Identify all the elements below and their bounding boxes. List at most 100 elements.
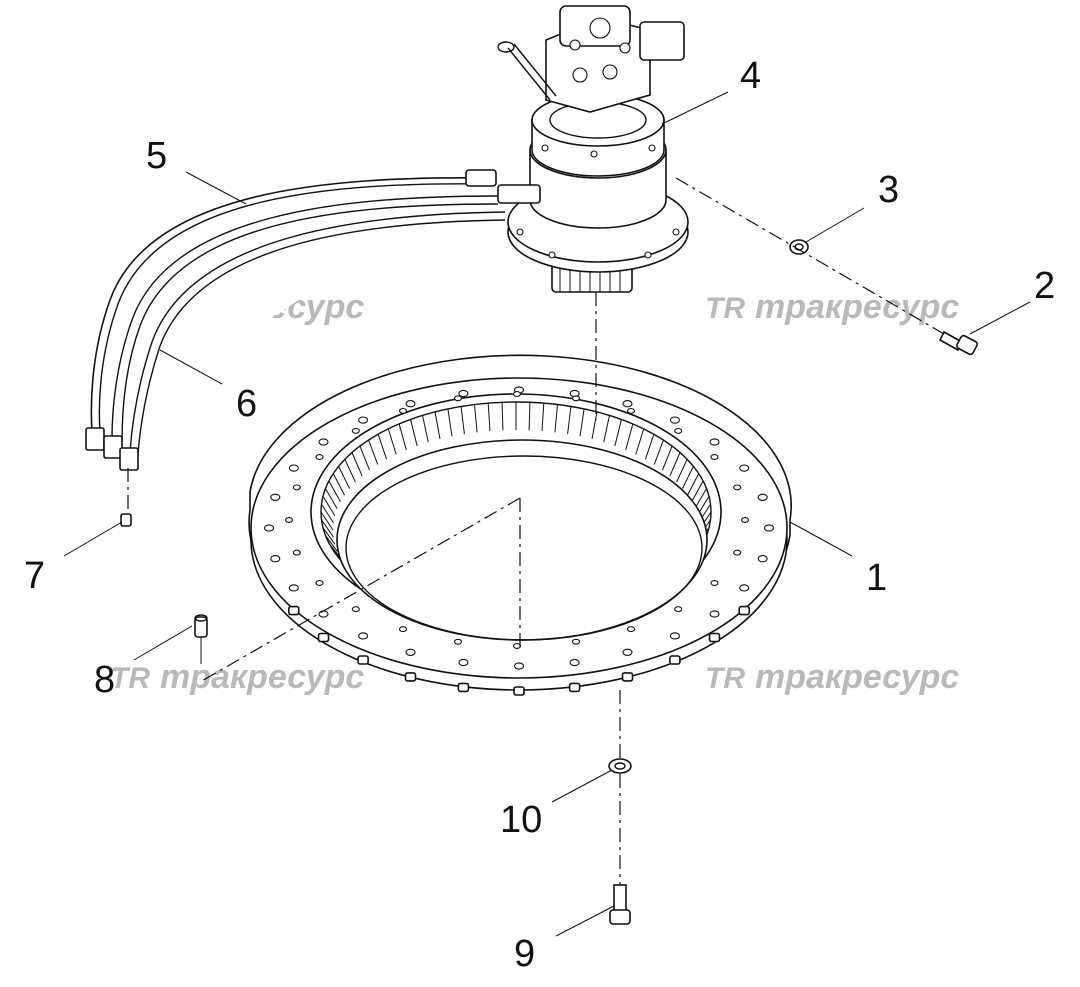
bolt-hole (315, 580, 324, 586)
gear-tooth (554, 404, 558, 433)
gear-tooth (328, 480, 341, 503)
bolt-hole (669, 416, 680, 424)
bolt-hole (709, 438, 720, 446)
gear-tooth (460, 406, 465, 435)
gear-tooth (644, 434, 655, 460)
gear-tooth (541, 403, 545, 432)
gear-tooth (682, 466, 694, 489)
bolt-hole (710, 580, 719, 586)
bolt-hole (358, 416, 369, 424)
bolt-hole (292, 549, 301, 556)
callout-3: 3 (878, 169, 899, 211)
bolt-hole (571, 395, 581, 402)
gear-tooth (332, 473, 345, 496)
bolt-hole (739, 464, 750, 472)
bolt-hole (710, 454, 719, 460)
gear-tooth (447, 408, 453, 437)
callout-8: 8 (94, 659, 115, 701)
bolt-hole (351, 606, 360, 613)
watermark-bottom-right: TR тракресурс (705, 658, 959, 696)
watermark-bottom-left: TR тракресурс (110, 658, 364, 696)
gear-tooth (398, 423, 407, 451)
stud (287, 605, 300, 616)
stud (568, 682, 581, 693)
watermark-text: тракресурс (755, 658, 959, 696)
watermark-top-right: TR тракресурс (705, 288, 959, 326)
bolt-hole (626, 407, 636, 414)
bottom-studs (287, 605, 751, 696)
bolt-hole (733, 484, 742, 491)
bolt-hole (512, 391, 522, 397)
washer-part-10 (608, 758, 632, 774)
bolt-hole (351, 427, 360, 434)
swing-motor (497, 5, 689, 293)
callout-labels: 1 2 3 4 5 6 7 8 9 10 (24, 55, 1055, 975)
watermark-logo: TR (705, 662, 745, 695)
gear-tooth (625, 423, 634, 451)
gear-tooth (501, 402, 504, 431)
bolt-hole (318, 438, 329, 446)
gear-tooth (528, 402, 531, 431)
bolt-hole (757, 555, 768, 563)
bolt-hole (453, 395, 463, 402)
stud (317, 632, 330, 643)
bolt-hole (398, 626, 408, 633)
gear-tooth (322, 527, 336, 545)
washer-part-3 (789, 239, 809, 255)
gear-tooth (687, 473, 700, 496)
callout-2: 2 (1034, 265, 1055, 307)
bolt-hole (315, 454, 324, 460)
stud (357, 655, 369, 665)
bolt-hole (405, 648, 416, 656)
callout-1: 1 (866, 557, 887, 599)
gear-tooth (635, 428, 645, 455)
gear-tooth (662, 445, 673, 471)
bolt-hole (292, 484, 301, 491)
fitting-part-7 (120, 513, 132, 527)
stud (621, 672, 634, 682)
slewing-ring (248, 354, 792, 696)
hoses (85, 169, 506, 471)
gear-tooth (614, 419, 622, 447)
bolt-hole (458, 389, 469, 398)
bolt-hole (740, 517, 750, 523)
bolt-hole (739, 584, 750, 592)
bolt-hole (763, 524, 775, 532)
assembly-lines (127, 177, 945, 885)
bolt-hole (669, 632, 680, 640)
watermark-text: тракресурс (160, 658, 364, 696)
gear-tooth (653, 439, 664, 465)
gear-tooth (338, 466, 350, 489)
bolt-hole (263, 524, 275, 532)
bolt-hole (288, 464, 299, 472)
bolt-part-9 (609, 884, 631, 925)
bolt-hole (757, 493, 768, 501)
gear-tooth (320, 511, 334, 531)
watermark-text: тракресурс (755, 288, 959, 326)
bolt-hole (513, 662, 525, 670)
bolt-hole (626, 626, 636, 633)
bolt-hole (674, 427, 683, 434)
gear-tooth (676, 459, 688, 483)
bolt-hole (622, 400, 633, 408)
watermark-logo: TR (705, 292, 745, 325)
gear-tooth (591, 411, 598, 440)
stud (669, 655, 681, 665)
bolt-hole (453, 638, 463, 645)
watermark-logo: TR (110, 662, 150, 695)
gear-tooth (321, 519, 334, 538)
gear-tooth (344, 459, 356, 483)
gear-tooth (694, 488, 707, 509)
bolt-part-2 (938, 330, 978, 356)
stud (513, 686, 525, 696)
stud (404, 672, 417, 682)
bolt-hole (270, 493, 281, 501)
gear-tooth (368, 439, 379, 465)
gear-tooth (487, 403, 491, 432)
gear-tooth (321, 503, 334, 524)
gear-tooth (359, 445, 370, 471)
leader-lines (63, 91, 1031, 937)
bolt-hole (622, 648, 633, 656)
callout-7: 7 (24, 555, 45, 597)
bolt-hole (733, 549, 742, 556)
